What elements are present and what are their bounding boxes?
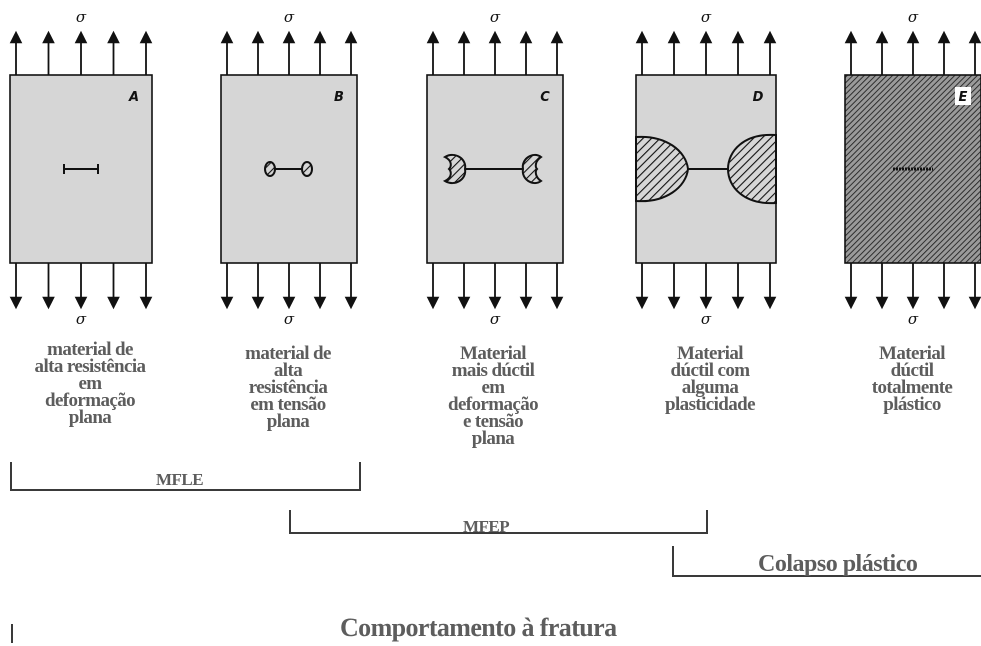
panel-letter: E bbox=[959, 90, 968, 105]
caption-line: totalmente bbox=[871, 377, 953, 398]
sigma-bottom-label: σ bbox=[908, 310, 919, 328]
panel-a: σσA bbox=[9, 8, 153, 328]
bracket-label-colapso: Colapso plástico bbox=[758, 551, 918, 577]
caption-line: alguma bbox=[681, 377, 739, 398]
bracket-colapso bbox=[672, 546, 981, 577]
caption-line: resistência bbox=[248, 377, 328, 398]
bracket-mfep bbox=[289, 510, 708, 534]
plastic-zone bbox=[442, 153, 467, 185]
caption-line: mais dúctil bbox=[451, 360, 535, 381]
caption-line: em bbox=[481, 377, 505, 398]
plastic-zone bbox=[726, 133, 777, 205]
sigma-top-label: σ bbox=[76, 8, 87, 26]
caption-line: em bbox=[78, 373, 102, 394]
caption-line: plana bbox=[68, 407, 112, 428]
panel-d: σσD bbox=[635, 8, 777, 328]
panel-b: σσB bbox=[220, 8, 358, 328]
caption-line: plástico bbox=[883, 394, 941, 415]
caption-line: alta bbox=[273, 360, 303, 381]
plastic-zone bbox=[301, 161, 313, 177]
panel-c: σσC bbox=[426, 8, 564, 328]
sigma-top-label: σ bbox=[490, 8, 501, 26]
plastic-zone bbox=[635, 135, 690, 203]
caption-line: Material bbox=[677, 343, 743, 364]
sigma-top-label: σ bbox=[908, 8, 919, 26]
caption-line: Material bbox=[879, 343, 945, 364]
caption-line: Material bbox=[460, 343, 526, 364]
caption-line: material de bbox=[245, 343, 331, 364]
sigma-bottom-label: σ bbox=[76, 310, 87, 328]
caption-line: dúctil bbox=[890, 360, 934, 381]
bracket-label-mfle: MFLE bbox=[156, 470, 204, 489]
caption-line: e tensão bbox=[462, 411, 524, 432]
panel-letter: A bbox=[128, 90, 139, 105]
caption-line: alta resistência bbox=[34, 356, 146, 377]
caption-line: plana bbox=[471, 428, 515, 449]
plastic-zone bbox=[264, 161, 276, 177]
caption-line: plasticidade bbox=[665, 394, 756, 415]
sigma-bottom-label: σ bbox=[490, 310, 501, 328]
sigma-bottom-label: σ bbox=[701, 310, 712, 328]
caption-line: material de bbox=[47, 339, 133, 360]
panel-letter: C bbox=[540, 90, 550, 105]
panel-letter: B bbox=[334, 90, 344, 105]
caption-line: plana bbox=[266, 411, 310, 432]
sigma-top-label: σ bbox=[284, 8, 295, 26]
bracket-mfle bbox=[10, 462, 361, 491]
caption-line: dúctil com bbox=[670, 360, 751, 381]
panel-letter: D bbox=[753, 90, 764, 105]
letter-box bbox=[955, 87, 971, 105]
caption-line: deformação bbox=[447, 394, 539, 415]
sigma-top-label: σ bbox=[701, 8, 712, 26]
caption-line: em tensão bbox=[250, 394, 326, 415]
plastic-zone bbox=[521, 153, 543, 185]
sigma-bottom-label: σ bbox=[284, 310, 295, 328]
diagram-title: Comportamento à fratura bbox=[340, 613, 617, 642]
bracket-label-mfep: MFEP bbox=[463, 517, 510, 536]
panel-e: σσE bbox=[844, 8, 981, 328]
caption-line: deformação bbox=[44, 390, 136, 411]
